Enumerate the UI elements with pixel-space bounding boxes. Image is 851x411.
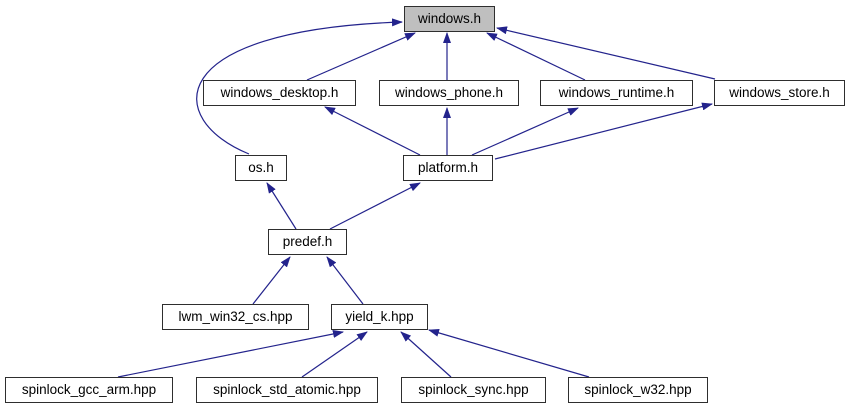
node-label: lwm_win32_cs.hpp bbox=[178, 309, 293, 325]
edge-spinlock-gcc-arm-hpp-to-yield-k-hpp bbox=[117, 330, 344, 378]
node-windows-h: windows.h bbox=[404, 6, 495, 32]
node-windows-store-h[interactable]: windows_store.h bbox=[714, 80, 845, 106]
edge-predef-h-to-os-h bbox=[266, 182, 297, 230]
edge-predef-h-to-platform-h bbox=[329, 182, 421, 230]
node-os-h[interactable]: os.h bbox=[235, 155, 287, 181]
edge-os-h-to-windows-h bbox=[196, 18, 403, 155]
node-label: spinlock_std_atomic.hpp bbox=[213, 382, 361, 398]
node-label: yield_k.hpp bbox=[345, 309, 414, 325]
edge-platform-h-to-windows-store-h bbox=[494, 102, 713, 160]
node-windows-phone-h[interactable]: windows_phone.h bbox=[379, 80, 519, 106]
node-predef-h[interactable]: predef.h bbox=[268, 229, 347, 255]
node-windows-runtime-h[interactable]: windows_runtime.h bbox=[540, 80, 693, 106]
edge-spinlock-sync-hpp-to-yield-k-hpp bbox=[400, 331, 452, 378]
edge-windows-runtime-h-to-windows-h bbox=[486, 32, 586, 81]
node-lwm-win32-cs-hpp[interactable]: lwm_win32_cs.hpp bbox=[162, 304, 309, 330]
edge-lwm-win32-cs-hpp-to-predef-h bbox=[252, 256, 291, 305]
node-label: spinlock_sync.hpp bbox=[418, 382, 529, 398]
edge-windows-store-h-to-windows-h bbox=[496, 26, 716, 80]
node-label: windows.h bbox=[417, 11, 482, 27]
node-label: spinlock_w32.hpp bbox=[584, 382, 692, 398]
node-spinlock-std-atomic-hpp[interactable]: spinlock_std_atomic.hpp bbox=[196, 377, 378, 403]
node-label: windows_desktop.h bbox=[220, 85, 339, 101]
edge-windows-desktop-h-to-windows-h bbox=[306, 32, 416, 81]
node-spinlock-gcc-arm-hpp[interactable]: spinlock_gcc_arm.hpp bbox=[5, 377, 173, 403]
node-label: platform.h bbox=[417, 160, 479, 176]
node-label: windows_runtime.h bbox=[558, 85, 675, 101]
node-platform-h[interactable]: platform.h bbox=[403, 155, 493, 181]
node-windows-desktop-h[interactable]: windows_desktop.h bbox=[203, 80, 356, 106]
edge-spinlock-w32-hpp-to-yield-k-hpp bbox=[428, 328, 590, 378]
node-spinlock-w32-hpp[interactable]: spinlock_w32.hpp bbox=[568, 377, 708, 403]
edge-yield-k-hpp-to-predef-h bbox=[326, 256, 364, 305]
node-spinlock-sync-hpp[interactable]: spinlock_sync.hpp bbox=[401, 377, 546, 403]
edge-platform-h-to-windows-desktop-h bbox=[324, 106, 421, 156]
node-label: spinlock_gcc_arm.hpp bbox=[21, 382, 157, 398]
node-label: windows_phone.h bbox=[394, 85, 504, 101]
node-label: predef.h bbox=[282, 234, 333, 250]
node-label: os.h bbox=[248, 160, 274, 176]
node-label: windows_store.h bbox=[729, 85, 830, 101]
edge-spinlock-std-atomic-hpp-to-yield-k-hpp bbox=[301, 331, 368, 378]
edge-platform-h-to-windows-runtime-h bbox=[471, 107, 579, 156]
node-yield-k-hpp[interactable]: yield_k.hpp bbox=[331, 304, 428, 330]
